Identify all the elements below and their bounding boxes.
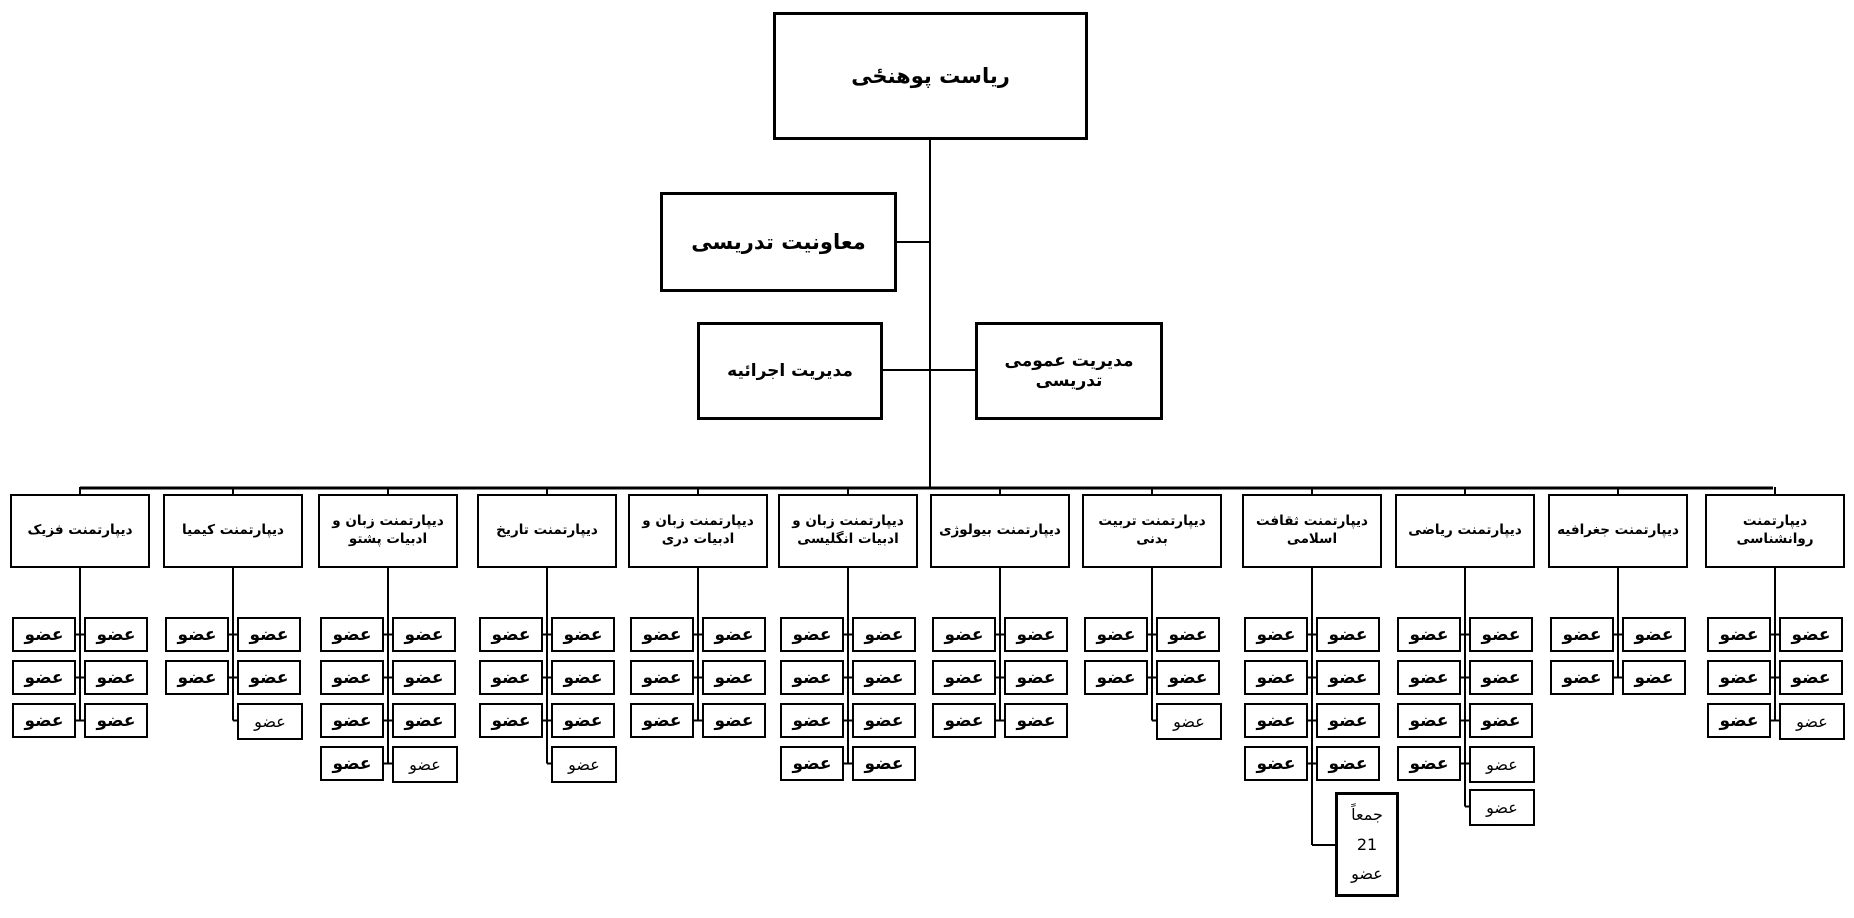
member-box: عضو <box>1244 746 1308 781</box>
total-members-line: جمعاً <box>1351 805 1383 825</box>
executive-management-box: مدیریت اجرائیه <box>697 322 883 420</box>
member-box: عضو <box>479 617 543 652</box>
member-box: عضو <box>852 660 916 695</box>
member-box: عضو <box>237 617 301 652</box>
member-box: عضو <box>237 703 303 740</box>
member-box: عضو <box>1550 660 1614 695</box>
member-box: عضو <box>702 660 766 695</box>
member-box: عضو <box>1622 617 1686 652</box>
department-box: دیپارتمنت زبان و ادبیات دری <box>628 494 768 568</box>
member-box: عضو <box>84 703 148 738</box>
member-box: عضو <box>84 617 148 652</box>
member-box: عضو <box>852 703 916 738</box>
department-box: دیپارتمنت ریاضی <box>1395 494 1535 568</box>
member-box: عضو <box>165 617 229 652</box>
member-box: عضو <box>1244 660 1308 695</box>
department-box: دیپارتمنت جغرافیه <box>1548 494 1688 568</box>
member-box: عضو <box>12 703 76 738</box>
member-box: عضو <box>84 660 148 695</box>
teaching-deputy-box: معاونیت تدریسی <box>660 192 897 292</box>
member-box: عضو <box>630 660 694 695</box>
member-box: عضو <box>392 746 458 783</box>
member-box: عضو <box>1707 703 1771 738</box>
department-box: دیپارتمنت روانشناسی <box>1705 494 1845 568</box>
member-box: عضو <box>12 660 76 695</box>
member-box: عضو <box>12 617 76 652</box>
member-box: عضو <box>165 660 229 695</box>
department-box: دیپارتمنت بیولوژی <box>930 494 1070 568</box>
member-box: عضو <box>1397 746 1461 781</box>
member-box: عضو <box>1244 617 1308 652</box>
member-box: عضو <box>780 746 844 781</box>
member-box: عضو <box>392 703 456 738</box>
member-box: عضو <box>1469 789 1535 826</box>
member-box: عضو <box>1316 746 1380 781</box>
member-box: عضو <box>1397 660 1461 695</box>
member-box: عضو <box>1779 660 1843 695</box>
member-box: عضو <box>1156 617 1220 652</box>
member-box: عضو <box>551 746 617 783</box>
member-box: عضو <box>1316 617 1380 652</box>
member-box: عضو <box>1469 703 1533 738</box>
department-box: دیپارتمنت کیمیا <box>163 494 303 568</box>
member-box: عضو <box>320 703 384 738</box>
member-box: عضو <box>551 703 615 738</box>
member-box: عضو <box>780 703 844 738</box>
member-box: عضو <box>1316 660 1380 695</box>
member-box: عضو <box>1397 703 1461 738</box>
member-box: عضو <box>392 660 456 695</box>
member-box: عضو <box>1469 617 1533 652</box>
total-members-box: جمعاً 21 عضو <box>1335 792 1399 897</box>
member-box: عضو <box>1469 746 1535 783</box>
department-box: دیپارتمنت فزیک <box>10 494 150 568</box>
member-box: عضو <box>1156 703 1222 740</box>
department-box: دیپارتمنت تربیت بدنی <box>1082 494 1222 568</box>
total-members-line: عضو <box>1351 864 1383 884</box>
member-box: عضو <box>702 703 766 738</box>
member-box: عضو <box>780 660 844 695</box>
member-box: عضو <box>852 746 916 781</box>
member-box: عضو <box>551 617 615 652</box>
member-box: عضو <box>932 617 996 652</box>
member-box: عضو <box>392 617 456 652</box>
member-box: عضو <box>479 660 543 695</box>
branch-lines <box>74 140 1781 846</box>
member-box: عضو <box>1004 703 1068 738</box>
member-box: عضو <box>1244 703 1308 738</box>
member-box: عضو <box>1707 617 1771 652</box>
department-box: دیپارتمنت تاریخ <box>477 494 617 568</box>
member-box: عضو <box>932 660 996 695</box>
member-box: عضو <box>702 617 766 652</box>
member-box: عضو <box>551 660 615 695</box>
member-box: عضو <box>1622 660 1686 695</box>
member-box: عضو <box>479 703 543 738</box>
member-box: عضو <box>1084 617 1148 652</box>
member-box: عضو <box>1779 617 1843 652</box>
member-box: عضو <box>1004 617 1068 652</box>
general-teaching-management-box: مدیریت عمومی تدریسی <box>975 322 1163 420</box>
member-box: عضو <box>1779 703 1845 740</box>
member-box: عضو <box>237 660 301 695</box>
member-box: عضو <box>1707 660 1771 695</box>
member-box: عضو <box>1004 660 1068 695</box>
total-members-line: 21 <box>1356 834 1378 854</box>
member-box: عضو <box>852 617 916 652</box>
member-box: عضو <box>1084 660 1148 695</box>
faculty-directorate-box: ریاست پوهنځی <box>773 12 1088 140</box>
member-box: عضو <box>1397 617 1461 652</box>
member-box: عضو <box>630 703 694 738</box>
member-box: عضو <box>932 703 996 738</box>
department-box: دیپارتمنت زبان و ادبیات انگلیسی <box>778 494 918 568</box>
member-box: عضو <box>320 617 384 652</box>
member-box: عضو <box>780 617 844 652</box>
member-box: عضو <box>1469 660 1533 695</box>
member-box: عضو <box>1550 617 1614 652</box>
member-box: عضو <box>320 746 384 781</box>
department-box: دیپارتمنت زبان و ادبیات پشتو <box>318 494 458 568</box>
member-box: عضو <box>320 660 384 695</box>
member-box: عضو <box>1156 660 1220 695</box>
member-box: عضو <box>1316 703 1380 738</box>
member-box: عضو <box>630 617 694 652</box>
department-box: دیپارتمنت ثقافت اسلامی <box>1242 494 1382 568</box>
